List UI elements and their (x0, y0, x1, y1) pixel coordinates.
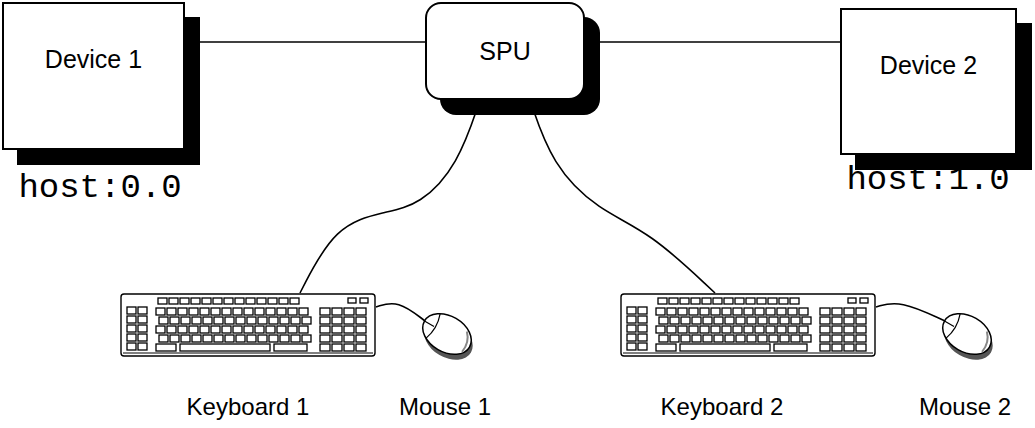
mouse-picture (925, 298, 1005, 368)
node-label: Keyboard 1 (187, 393, 310, 422)
node-label: SPU (479, 36, 530, 66)
mouse-node: Mouse 1 (395, 298, 495, 426)
keyboard-picture (620, 293, 876, 359)
cable-line (876, 304, 945, 321)
mouse-node: Mouse 2 (915, 298, 1015, 426)
keyboard-node: Keyboard 2 (620, 293, 876, 426)
device-box: Device 1 (2, 2, 185, 150)
host-label: host:1.0 (830, 160, 1026, 201)
node-label: Keyboard 2 (661, 393, 784, 422)
keyboard-symbol (620, 293, 876, 359)
spu-box: SPU (425, 2, 585, 100)
node-label: Mouse 1 (399, 393, 491, 422)
mouse-symbol (405, 298, 485, 368)
keyboard-symbol (120, 293, 376, 359)
device-box: Device 2 (840, 8, 1017, 155)
keyboard-node: Keyboard 1 (120, 293, 376, 426)
mouse-picture (405, 298, 485, 368)
link-line (585, 41, 840, 43)
node-label: Mouse 2 (919, 393, 1011, 422)
link-line (185, 41, 425, 43)
node-label: Device 2 (880, 50, 977, 80)
cable-line (300, 100, 480, 293)
label-holder: Keyboard 2 (594, 393, 850, 422)
host-label: host:0.0 (2, 168, 198, 209)
node-label: Device 1 (45, 44, 142, 74)
label-holder: Mouse 1 (395, 393, 495, 422)
label-holder: Keyboard 1 (120, 393, 376, 422)
cable-line (376, 304, 425, 321)
label-holder: Mouse 2 (915, 393, 1015, 422)
mouse-symbol (925, 298, 1005, 368)
cable-line (530, 100, 715, 293)
keyboard-picture (120, 293, 376, 359)
